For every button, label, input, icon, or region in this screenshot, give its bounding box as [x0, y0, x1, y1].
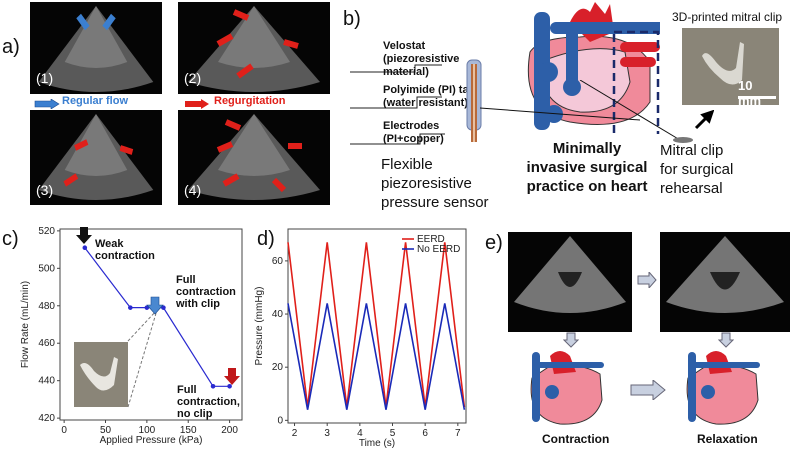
inset-clip-photo — [74, 342, 128, 407]
x-tick-label: 6 — [422, 428, 428, 439]
annotation-full-contraction-with-clip: contraction — [176, 286, 236, 298]
series-line-no-eerd — [287, 303, 466, 410]
y-tick-label: 460 — [38, 338, 55, 349]
blue-arrow-icon — [34, 96, 60, 110]
clip-photo-title: 3D-printed mitral clip — [672, 10, 783, 24]
x-tick-label: 4 — [357, 428, 363, 439]
sensor-layer-polyimide: Polyimide (PI) tape (water resistant) — [383, 84, 481, 109]
x-tick-label: 3 — [324, 428, 330, 439]
x-tick-label: 0 — [61, 425, 67, 436]
y-axis-label: Flow Rate (mL/min) — [20, 281, 31, 368]
plot-frame — [287, 228, 467, 424]
inset-connector — [127, 309, 158, 408]
image-number: (1) — [36, 70, 54, 86]
y-tick-label: 480 — [38, 301, 55, 312]
down-arrow-icon — [717, 332, 735, 353]
y-tick-label: 500 — [38, 263, 55, 274]
legend-regular-flow: Regular flow — [62, 95, 129, 107]
heart-contraction-illustration — [530, 351, 604, 425]
sensor-layer-velostat: Velostat (piezoresistive material) — [383, 40, 460, 78]
x-tick-label: 5 — [390, 428, 396, 439]
sensor-leader-lines — [350, 64, 445, 145]
data-point — [161, 305, 166, 310]
ultrasound-image-4: (4) — [178, 110, 330, 205]
black-arrow-icon — [694, 109, 715, 135]
heart-caption: Minimally invasive surgical practice on … — [526, 140, 648, 195]
x-tick-label: 100 — [139, 425, 156, 436]
plot-frame — [59, 228, 243, 421]
y-tick-label: 420 — [38, 413, 55, 424]
annotation-full-contraction-no-clip: Full — [177, 384, 197, 396]
y-tick-label: 40 — [272, 309, 284, 320]
annotation-full-contraction-with-clip: Full — [176, 274, 196, 286]
legend-label: No EERD — [417, 244, 460, 255]
annotation-full-contraction-no-clip: contraction, — [177, 396, 240, 408]
data-point — [227, 383, 232, 389]
image-number: (4) — [184, 182, 202, 198]
y-axis-label: Pressure (mmHg) — [254, 287, 265, 366]
ultrasound-contraction — [508, 232, 632, 332]
image-number: (3) — [36, 182, 54, 198]
data-point — [210, 383, 216, 389]
inset-connector — [127, 309, 158, 342]
x-axis-label: Applied Pressure (kPa) — [100, 435, 203, 446]
clip-shape — [80, 357, 118, 391]
ultrasound-relaxation — [660, 232, 790, 332]
red-down-arrow-icon — [224, 368, 240, 385]
y-tick-label: 60 — [272, 256, 284, 267]
data-point — [82, 245, 88, 251]
sensor-layer-electrodes: Electrodes (PI+copper) — [383, 120, 444, 145]
right-arrow-icon — [637, 270, 657, 293]
annotation-full-contraction-with-clip: with clip — [175, 298, 220, 310]
series-line-eerd — [287, 242, 466, 408]
ultrasound-image-1: (1) — [30, 2, 162, 94]
y-tick-label: 520 — [38, 226, 55, 237]
pressure-sensor-illustration — [466, 59, 482, 142]
x-tick-label: 150 — [180, 425, 197, 436]
clip-caption: Mitral clip for surgical rehearsal — [660, 142, 734, 197]
y-tick-label: 0 — [277, 415, 283, 426]
sensor-caption: Flexible piezoresistive pressure sensor — [381, 156, 489, 211]
data-point — [128, 305, 133, 310]
legend-regurgitation: Regurgitation — [214, 95, 286, 107]
legend-label: EERD — [417, 234, 445, 245]
panel-e-label: e) — [485, 232, 503, 254]
y-tick-label: 20 — [272, 362, 284, 373]
down-arrow-icon — [562, 332, 580, 353]
x-tick-label: 50 — [100, 425, 112, 436]
mitral-clip-photo: 10 mm — [682, 28, 779, 108]
panel-a-label: a) — [2, 36, 20, 58]
heart-illustration — [527, 2, 660, 134]
x-tick-label: 2 — [292, 428, 298, 439]
pointer-lines — [480, 80, 693, 143]
y-tick-label: 440 — [38, 376, 55, 387]
panel-c-label: c) — [2, 228, 19, 250]
black-down-arrow-icon — [76, 227, 92, 244]
image-number: (2) — [184, 70, 202, 86]
x-tick-label: 7 — [455, 428, 461, 439]
x-axis-label: Time (s) — [359, 438, 395, 449]
annotation-weak-contraction: contraction — [95, 250, 155, 262]
annotation-full-contraction-no-clip: no clip — [177, 408, 213, 420]
panel-b-label: b) — [343, 8, 361, 30]
heart-relaxation-illustration — [686, 351, 760, 425]
annotation-weak-contraction: Weak — [95, 238, 124, 250]
x-tick-label: 200 — [221, 425, 238, 436]
panel-d-label: d) — [257, 228, 275, 250]
scale-bar-label: 10 mm — [738, 78, 762, 108]
ultrasound-image-2: (2) — [178, 2, 330, 94]
red-arrow-icon — [184, 96, 210, 109]
relaxation-label: Relaxation — [697, 432, 758, 446]
ultrasound-image-3: (3) — [30, 110, 162, 205]
blue-down-arrow-icon — [146, 296, 164, 315]
contraction-label: Contraction — [542, 432, 610, 446]
right-arrow-icon — [630, 378, 666, 405]
